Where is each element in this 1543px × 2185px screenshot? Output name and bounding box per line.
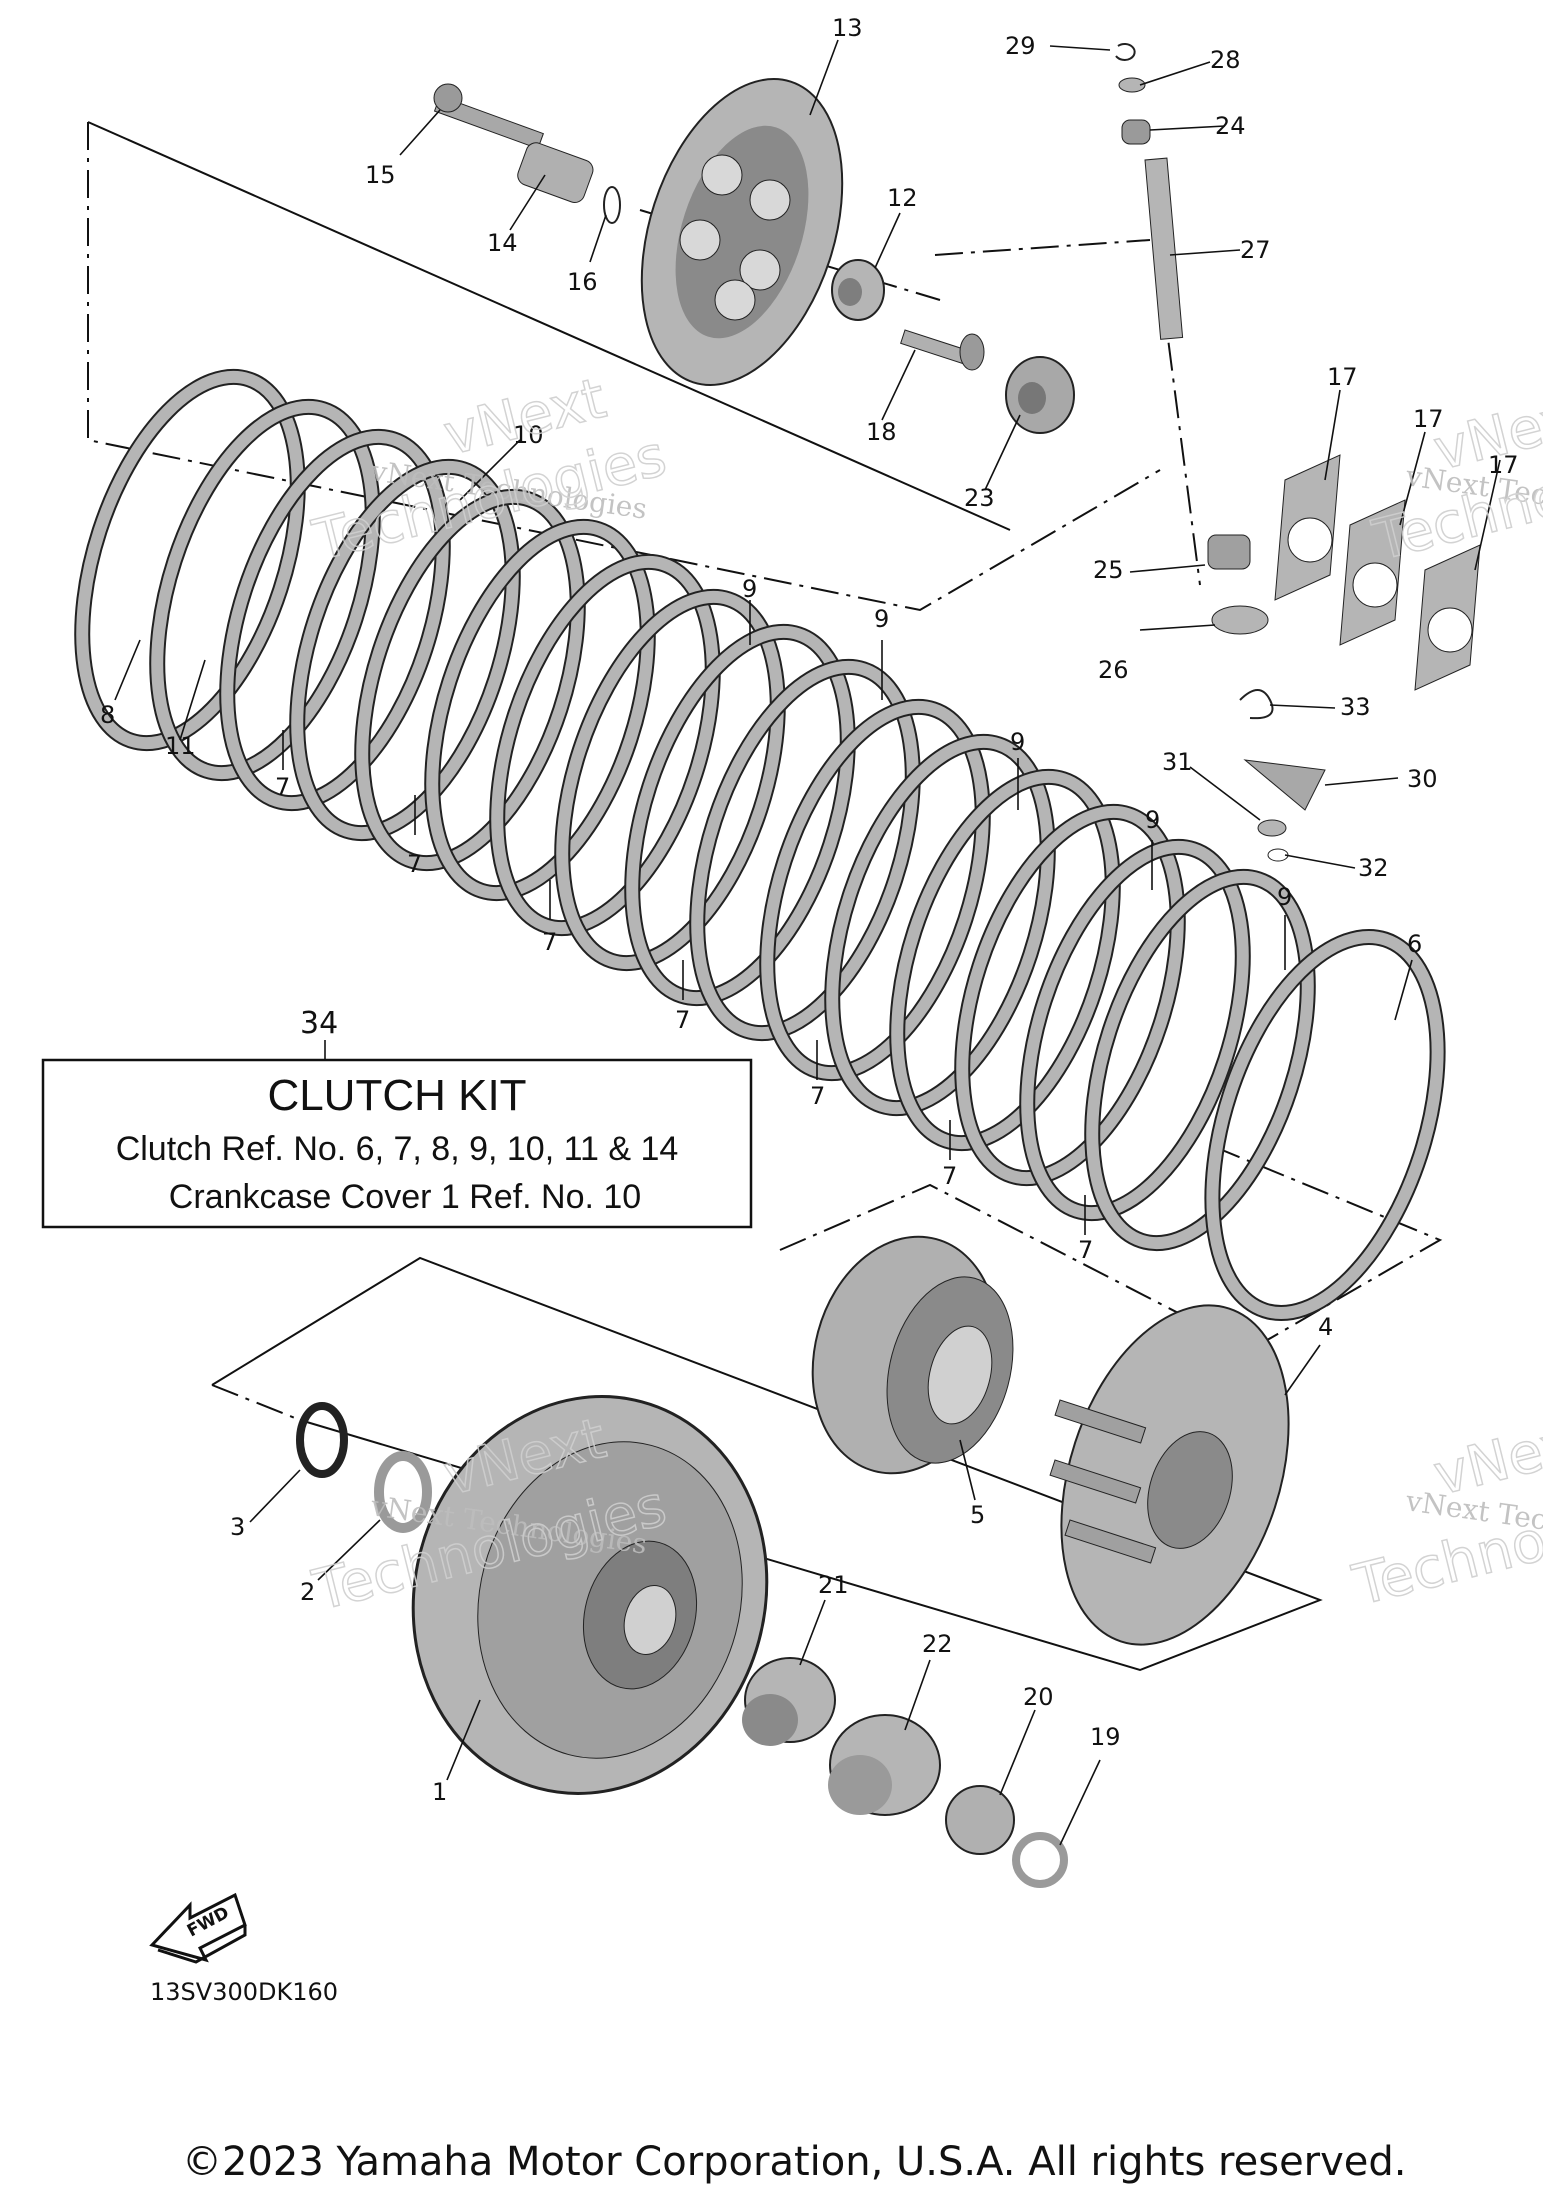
callout-11: 11	[165, 732, 196, 760]
clutch-kit-line-2: Crankcase Cover 1 Ref. No. 10	[169, 1178, 641, 1216]
callout-22: 22	[922, 1630, 953, 1658]
callout-8: 8	[100, 701, 115, 729]
callout-7e: 7	[810, 1082, 825, 1110]
primary-driven-gear-1	[411, 1395, 769, 1795]
callout-13: 13	[832, 14, 863, 42]
small-parts-top-right	[1115, 42, 1326, 862]
callout-7b: 7	[407, 850, 422, 878]
callout-21: 21	[818, 1571, 849, 1599]
callout-9c: 9	[1010, 728, 1025, 756]
clutch-boss-5	[811, 1235, 1014, 1475]
callout-5: 5	[970, 1501, 985, 1529]
callout-3: 3	[230, 1513, 245, 1541]
circlip-19	[1012, 1832, 1068, 1888]
callout-18: 18	[866, 418, 897, 446]
clutch-kit-line-1: Clutch Ref. No. 6, 7, 8, 9, 10, 11 & 14	[116, 1130, 679, 1168]
callout-19: 19	[1090, 1723, 1121, 1751]
callout-34: 34	[300, 1006, 338, 1041]
callout-30: 30	[1407, 765, 1438, 793]
callout-31: 31	[1162, 748, 1193, 776]
callout-6: 6	[1407, 930, 1422, 958]
fwd-arrow-icon: FWD	[149, 1892, 247, 1964]
callout-9a: 9	[742, 575, 757, 603]
bolt-18	[900, 329, 985, 371]
callout-24: 24	[1215, 112, 1246, 140]
washer-3	[296, 1402, 348, 1478]
callout-17a: 17	[1327, 363, 1358, 391]
callout-16: 16	[567, 268, 598, 296]
washer-16	[603, 186, 621, 224]
bearing-22	[828, 1714, 941, 1816]
bearing-12	[831, 259, 885, 321]
callout-27: 27	[1240, 236, 1271, 264]
callout-1: 1	[432, 1778, 447, 1806]
callout-4: 4	[1318, 1313, 1333, 1341]
callout-10: 10	[513, 421, 544, 449]
callout-7f: 7	[942, 1162, 957, 1190]
callout-7d: 7	[675, 1006, 690, 1034]
callout-2: 2	[300, 1578, 315, 1606]
clutch-kit-box: CLUTCH KIT Clutch Ref. No. 6, 7, 8, 9, 1…	[41, 1058, 753, 1229]
callout-7a: 7	[275, 773, 290, 801]
callout-9b: 9	[874, 605, 889, 633]
nut-23	[1005, 356, 1075, 434]
pressure-plate-4	[1049, 1304, 1290, 1646]
copyright-notice: ©2023 Yamaha Motor Corporation, U.S.A. A…	[182, 2139, 1407, 2185]
callout-12: 12	[887, 184, 918, 212]
bolt-15	[433, 83, 545, 150]
callout-17b: 17	[1413, 405, 1444, 433]
leader-lines	[114, 39, 1501, 1846]
callout-7g: 7	[1078, 1236, 1093, 1264]
callout-28: 28	[1210, 46, 1241, 74]
washer-20	[945, 1785, 1015, 1855]
collar-21	[742, 1657, 836, 1746]
callout-labels: 13 29 28 24 27 15 14 16 12 18 23 17 17 1…	[100, 14, 1519, 1806]
callout-14: 14	[487, 229, 518, 257]
callout-9d: 9	[1145, 806, 1160, 834]
spring-14	[517, 142, 594, 203]
washer-2	[374, 1451, 432, 1533]
callout-23: 23	[964, 484, 995, 512]
callout-20: 20	[1023, 1683, 1054, 1711]
callout-7c: 7	[542, 928, 557, 956]
callout-33: 33	[1340, 693, 1371, 721]
callout-26: 26	[1098, 656, 1129, 684]
lock-plates-17	[1274, 454, 1481, 691]
callout-15: 15	[365, 161, 396, 189]
callout-17c: 17	[1488, 451, 1519, 479]
callout-32: 32	[1358, 854, 1389, 882]
pressure-plate-13	[640, 78, 844, 386]
clutch-plate-stack	[74, 368, 1446, 1322]
callout-9e: 9	[1277, 883, 1292, 911]
clutch-kit-title: CLUTCH KIT	[267, 1071, 526, 1120]
callout-29: 29	[1005, 32, 1036, 60]
diagram-code: 13SV300DK160	[150, 1978, 338, 2006]
callout-25: 25	[1093, 556, 1124, 584]
